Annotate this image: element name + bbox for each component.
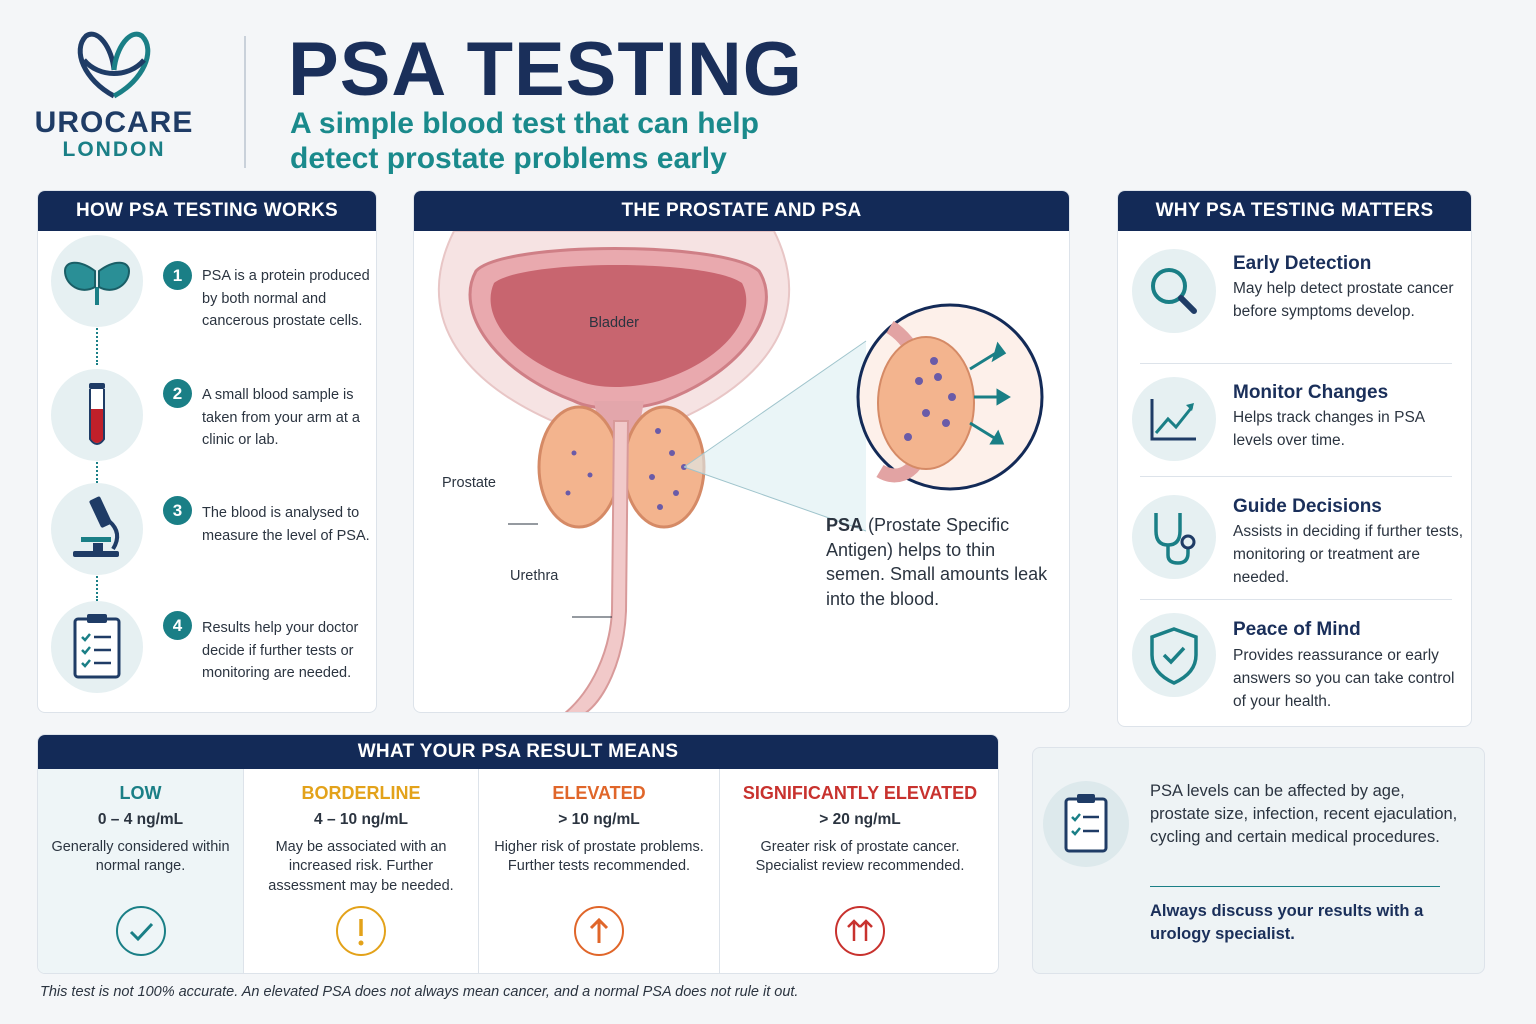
why-item-title: Guide Decisions [1233,496,1382,517]
why-heading: WHY PSA TESTING MATTERS [1118,191,1471,231]
double-arrow-up-icon [835,906,885,956]
urethra-label: Urethra [510,568,559,584]
brand-location: LONDON [62,138,166,161]
result-label: LOW [119,783,162,803]
note-divider [1150,886,1440,887]
page-subtitle: A simple blood test that can help detect… [290,107,759,175]
why-item-title: Peace of Mind [1233,619,1361,640]
result-category-significantly-elevated: SIGNIFICANTLY ELEVATED > 20 ng/mL Greate… [720,769,998,973]
step-number: 4 [163,611,192,640]
clipboard-icon [51,601,143,693]
result-category-elevated: ELEVATED > 10 ng/mL Higher risk of prost… [479,769,719,973]
results-panel: WHAT YOUR PSA RESULT MEANS LOW 0 – 4 ng/… [37,734,999,974]
trend-chart-icon [1132,377,1216,461]
divider [1140,363,1452,364]
step-connector [96,443,98,483]
result-description: Generally considered within normal range… [51,839,230,875]
exclamation-icon [336,906,386,956]
note-panel: PSA levels can be affected by age, prost… [1032,747,1485,974]
how-it-works-panel: HOW PSA TESTING WORKS 1 PSA is a protein… [37,190,377,713]
note-advice: Always discuss your results with a urolo… [1150,902,1424,943]
step-text: PSA is a protein produced by both normal… [202,268,370,329]
column-divider [478,769,479,973]
result-range: 4 – 10 ng/mL [314,811,408,828]
psa-term: PSA [826,515,864,535]
psa-description: PSA (Prostate Specific Antigen) helps to… [826,513,1056,611]
check-icon [115,906,166,956]
prostate-label: Prostate [442,475,496,491]
shield-check-icon [1132,613,1216,697]
prostate-icon [51,235,143,327]
step-text: Results help your doctor decide if furth… [202,620,359,681]
divider [1140,476,1452,477]
step-connector [96,561,98,601]
arrow-up-icon [574,906,624,956]
result-label: ELEVATED [552,783,646,803]
result-category-borderline: BORDERLINE 4 – 10 ng/mL May be associate… [244,769,478,973]
result-range: 0 – 4 ng/mL [97,811,184,828]
bladder-label: Bladder [589,315,639,331]
result-range: > 10 ng/mL [558,811,640,828]
clipboard-icon [1043,781,1129,867]
brand-logo: UROCARE LONDON [34,30,204,161]
magnifier-icon [1132,249,1216,333]
divider [1140,599,1452,600]
step-text: The blood is analysed to measure the lev… [202,505,370,544]
microscope-icon [51,483,143,575]
header-divider [244,36,246,168]
page-title: PSA TESTING [288,27,803,112]
result-label: SIGNIFICANTLY ELEVATED [742,783,978,803]
column-divider [719,769,720,973]
how-it-works-heading: HOW PSA TESTING WORKS [38,191,376,231]
result-label: BORDERLINE [301,783,421,803]
why-item-title: Monitor Changes [1233,382,1389,403]
step-number: 1 [163,261,192,290]
psa-definition: (Prostate Specific Antigen) helps to thi… [826,515,1048,609]
why-panel: WHY PSA TESTING MATTERS Early Detection … [1117,190,1472,727]
brand-name: UROCARE [34,106,194,139]
column-divider [243,769,244,973]
note-text: PSA levels can be affected by age, prost… [1150,782,1458,846]
prostate-heading: THE PROSTATE AND PSA [414,191,1069,231]
why-item-text: May help detect prostate cancer before s… [1233,280,1454,320]
stethoscope-icon [1132,495,1216,579]
result-description: Greater risk of prostate cancer. Special… [755,839,965,875]
why-item-title: Early Detection [1233,253,1372,274]
disclaimer: This test is not 100% accurate. An eleva… [40,984,799,1000]
step-text: A small blood sample is taken from your … [202,387,360,448]
results-heading: WHAT YOUR PSA RESULT MEANS [38,735,998,769]
why-item-text: Assists in deciding if further tests, mo… [1233,523,1464,586]
logo-knot-icon [77,31,151,99]
why-item-text: Helps track changes in PSA levels over t… [1233,409,1425,449]
prostate-anatomy-illustration [437,231,1044,712]
result-category-low: LOW 0 – 4 ng/mL Generally considered wit… [38,769,243,973]
step-connector [96,325,98,365]
prostate-panel: THE PROSTATE AND PSA [413,190,1070,713]
result-range: > 20 ng/mL [819,811,901,828]
test-tube-icon [51,369,143,461]
why-item-text: Provides reassurance or early answers so… [1233,647,1455,710]
step-number: 2 [163,379,192,408]
result-description: Higher risk of prostate problems. Furthe… [494,839,704,875]
step-number: 3 [163,496,192,525]
result-description: May be associated with an increased risk… [268,839,454,894]
